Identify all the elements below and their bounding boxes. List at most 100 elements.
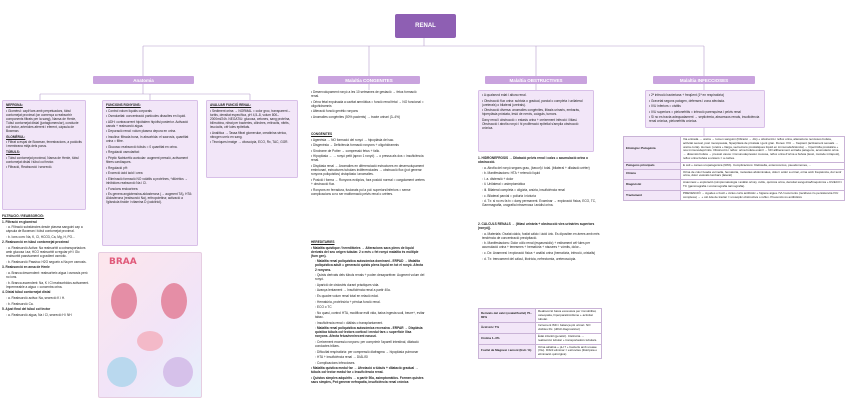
hereditary-item: Malaltia quística medul·lar → Afectació … bbox=[311, 366, 425, 374]
filtration-item: a. Reabsorció Activa: Na reabsorbit a co… bbox=[2, 246, 90, 258]
infectious-intro: 2ª infecció bacteriana + freqüent (1ª en… bbox=[645, 90, 765, 128]
kidney-functions-box: FUNCIONS RONYONS: Control volum líquids … bbox=[102, 100, 198, 246]
functions-item: Es genera angiotensina-aldosterona (→ au… bbox=[106, 192, 194, 204]
filtration-title: FILTRACIÓ / REABSORCIÓ: bbox=[2, 214, 45, 218]
table-row: Tractament PREVENCIÓ → Agudes o bscil + … bbox=[623, 189, 845, 202]
infection-category-cell: Clínica bbox=[623, 168, 681, 181]
infection-table: Etiologia i Patogènia Via entrada → uret… bbox=[623, 136, 845, 368]
infectious-intro-item: Gravetat segons patogen, defenses i zona… bbox=[649, 99, 761, 103]
kidney-stones-item: d. Tx: trencament del càlcul, litotrícia… bbox=[478, 257, 602, 261]
hereditary-item: Dificultat respiratòria: per compressió … bbox=[311, 350, 425, 354]
infection-description-cell: PREVENCIÓ → Agudes o bscil + cicles curt… bbox=[680, 189, 845, 202]
infectious-intro-item: 2ª infecció bacteriana + freqüent (1ª en… bbox=[649, 93, 761, 97]
filtration-item: a. Branca descendent: reabsorbeix aigua … bbox=[2, 271, 90, 279]
nephron-icon bbox=[107, 357, 137, 387]
stone-types-table: Derivats del calci (oxalat/fosfat) 70–80… bbox=[478, 307, 602, 402]
bladder-icon bbox=[137, 331, 163, 351]
kidney-stones-item: b. Manifestacions: Dolor còlic renal (es… bbox=[478, 241, 602, 249]
table-row: Cistina 1–3% Èdat infantil (genètic). Ci… bbox=[478, 333, 602, 345]
functions-item: Insulina: filtrada bona, in absorbida: e… bbox=[106, 135, 194, 143]
filtration-item: 3. Reabsorció en ansa de Henle bbox=[2, 265, 50, 270]
congenital-item: Síndrome de Potter → compressió fetus + … bbox=[311, 149, 425, 153]
filtration-item: b. Ions com: Na, K, Cl, HCO3, Ca, Mg, H,… bbox=[2, 235, 90, 239]
hereditary-item: Creixement excessiu ronyons: per comprim… bbox=[311, 340, 425, 348]
table-row: Patogens principals E coli + cames uropa… bbox=[623, 161, 845, 170]
congenital-item: Posició i forma → Ronyons ectòpics, fora… bbox=[311, 178, 425, 186]
infectious-intro-item: IVU superiors = pielonefritis = infecció… bbox=[649, 110, 761, 114]
infection-description-cell: Via entrada → uretra → lumen sanguini (F… bbox=[680, 136, 845, 163]
functions-item: Funcions endocrines: bbox=[106, 187, 194, 191]
kidney-icon bbox=[111, 283, 137, 319]
infection-description-cell: Anamnesi + exploració (simptomatologia i… bbox=[680, 179, 845, 191]
congenital-intro: Desenvolupament ronyó a les 10 setmanes … bbox=[311, 90, 425, 130]
hydronephrosis-item: a. Atrofia del ronyó segons grau, (bavor… bbox=[478, 166, 602, 170]
filtration-item: b. Branca ascendent: Na, K i Cl reabsorb… bbox=[2, 281, 90, 289]
hereditary-item: HTA + insuficiència renal → DIÀLISI bbox=[311, 355, 425, 359]
evaluation-item: Tècniques imatge → citoscòpia, ECO, Rx, … bbox=[210, 140, 294, 144]
glomerulus-title: GLOMÈRUL: bbox=[6, 134, 26, 139]
stone-description-cell: Increment IMC i balança pH urinari. NO v… bbox=[535, 322, 602, 334]
stone-type-cell: Àcid úric 7% bbox=[478, 322, 536, 334]
table-row: Diagnòstic Anamnesi + exploració (simpto… bbox=[623, 179, 845, 191]
hereditary-title: HEREDITARIES bbox=[311, 240, 335, 244]
congenital-intro-item: Alteració funció genètic ronyons bbox=[311, 109, 425, 113]
hereditary-item: Malaltia renal poliquística autosòmica d… bbox=[311, 259, 425, 271]
hereditary-item: Es quadre volum renal total en relació e… bbox=[311, 294, 425, 298]
stone-description-cell: Orina alcalina + pH 7 + bacteris amb ure… bbox=[535, 343, 602, 359]
infection-category-cell: Diagnòstic bbox=[623, 179, 681, 191]
table-row: Clínica Orina de color boada vermella, h… bbox=[623, 168, 845, 181]
infection-category-cell: Patogens principals bbox=[623, 161, 681, 170]
table-row: Àcid úric 7% Increment IMC i balança pH … bbox=[478, 322, 602, 334]
functions-item: Regulació osmolaritat: bbox=[106, 150, 194, 154]
hereditary-item: Malaltia quístique / hereditàries → Alte… bbox=[311, 246, 425, 258]
hydronephrosis-item: b. Manifestacions: HTA + retenció líquid bbox=[478, 171, 602, 175]
illustration-label: BRAA bbox=[109, 257, 137, 267]
stone-type-cell: Cistina 1–3% bbox=[478, 333, 536, 345]
hydronephrosis-item: i. a. distensió + dolor bbox=[478, 177, 602, 181]
hereditary-item: Hematúria, proteïnúria + pèrdua funció r… bbox=[311, 300, 425, 304]
nephron-box: NEFRONA: Glomèrul: capil·lars amb perpet… bbox=[2, 100, 86, 210]
hereditary-item: Quistos simples adquirits → a partir 50a… bbox=[311, 376, 425, 384]
glomerulus-item: Filtrat a espai de Bowman, fenestracions… bbox=[6, 140, 82, 148]
tubules-title: TÚBULS: bbox=[6, 149, 20, 154]
hydronephrosis-item: d. Tx: si no es fa tx = dany permanent. … bbox=[478, 199, 602, 207]
hereditary-item: Quists derivats dels túbuls renals + pod… bbox=[311, 273, 425, 281]
hereditary-item: Malaltia renal poliquística autosòmica r… bbox=[311, 326, 425, 338]
filtration-item: 1. Filtració en glomèrul bbox=[2, 219, 37, 224]
hereditary-item: No quasi, control HTA, modificar estil v… bbox=[311, 311, 425, 319]
functions-item: Excreció àcid àcid i urea bbox=[106, 171, 194, 175]
obstructive-intro-item: Obstrucció diversa: anomalies congènites… bbox=[482, 108, 590, 116]
infectious-intro-item: IVU inferiors = cistitis bbox=[649, 104, 761, 108]
functions-item: Control volum líquids corporals bbox=[106, 109, 194, 113]
kidney-icon bbox=[161, 283, 187, 319]
branch-anatomy: Anatomia bbox=[93, 76, 194, 84]
hereditary-item: Aparició de cistostris durant pràctiques… bbox=[311, 283, 425, 287]
obstructive-intro: A qualsevol edat i altura renal. Obstruc… bbox=[478, 90, 594, 152]
nephron-title: NEFRONA: bbox=[6, 103, 23, 107]
table-row: Fosfat de Magnesi i amoni (Estr. %) Orin… bbox=[478, 343, 602, 359]
filtration-item: b. Reabsorció Passiva: H2O segueix a Na … bbox=[2, 260, 90, 264]
kidney-illustration: BRAA bbox=[98, 252, 202, 398]
branch-obstructive: Malaltia OBSTRUCTIVES bbox=[485, 76, 587, 84]
hydronephrosis-item: ii. Unilateral = asimptomàtica bbox=[478, 182, 602, 186]
congenital-item: Agenèsia → NO formació del ronyó → hipop… bbox=[311, 138, 425, 142]
infection-description-cell: E coli + cames uropatogènica (90%). Comp… bbox=[680, 161, 845, 170]
kidney-stones-title: 2. CÀLCULS RENALS → (litiasi urinària + … bbox=[478, 222, 595, 231]
filtration-item: a. Filtració substàncies desde plasma sa… bbox=[2, 225, 90, 233]
functions-item: Regulació pH: bbox=[106, 166, 194, 170]
functions-item: Glucosa: reabsorció túbuls = 0 quantitat… bbox=[106, 145, 194, 149]
functions-item: Depuració renal: volum plasma depura en … bbox=[106, 129, 194, 133]
stone-description-cell: Reabsorció baixa excessiva per immobilit… bbox=[535, 307, 602, 324]
infection-description-cell: Orina de color boada vermella, hematúria… bbox=[680, 168, 845, 181]
evaluation-title: AVALUAR FUNCIÓ RENAL: bbox=[210, 103, 252, 107]
functions-item: ADH: contracorrent hipòtalem hipòfisi po… bbox=[106, 120, 194, 128]
congenital-title: CONGÈNITES bbox=[311, 132, 333, 136]
infectious-intro-item: Si no es tracta adequadament → septicèmi… bbox=[649, 115, 761, 123]
congenital-intro-item: Orina fetal expulsada a cavitat amniòtic… bbox=[311, 100, 425, 108]
filtration-item: 5. Ajust final del túbul col·lector bbox=[2, 307, 51, 312]
hydronephrosis-title: 1. HIDRONEFROSIS → Dilatació pelvis rena… bbox=[478, 156, 588, 165]
tubules-item: Túbul contornejat proximal, Nansa de Hen… bbox=[6, 156, 82, 164]
obstructive-intro-item: A qualsevol edat i altura renal. bbox=[482, 93, 590, 97]
filtration-item: 2. Reabsorció en túbul contornejat proxi… bbox=[2, 240, 69, 245]
table-row: Etiologia i Patogènia Via entrada → uret… bbox=[623, 136, 845, 163]
